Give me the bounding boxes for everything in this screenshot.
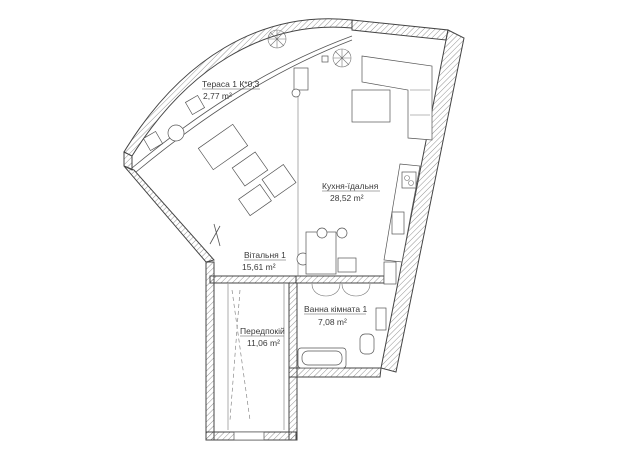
plant-icon — [332, 48, 352, 68]
room-name: Тераса 1 К*0,3 — [202, 79, 260, 89]
room-area: 7,08 m² — [318, 317, 347, 327]
living-furniture — [197, 67, 310, 266]
room-area: 11,06 m² — [247, 338, 280, 348]
bathroom-label: Ванна кімната 1 7,08 m² — [304, 304, 367, 327]
hallway-label: Передпокій 11,06 m² — [240, 326, 285, 348]
room-area: 2,77 m² — [203, 91, 232, 101]
outer-walls — [123, 18, 465, 441]
kitchen-label: Кухня-їдальня 28,52 m² — [322, 181, 380, 203]
terrace-label: Тераса 1 К*0,3 2,77 m² — [202, 79, 260, 101]
terrace-furniture — [142, 29, 287, 152]
room-name: Кухня-їдальня — [322, 181, 379, 191]
plant-icon — [267, 29, 287, 49]
hallway-wardrobe — [229, 289, 265, 441]
kitchen-furniture — [305, 48, 433, 275]
room-area: 28,52 m² — [330, 193, 364, 203]
bathroom-fixtures — [297, 261, 397, 369]
terrace-railing — [131, 35, 353, 173]
room-area: 15,61 m² — [242, 262, 276, 272]
room-name: Вітальня 1 — [244, 250, 286, 260]
room-name: Ванна кімната 1 — [304, 304, 367, 314]
room-name: Передпокій — [240, 326, 285, 336]
living-label: Вітальня 1 15,61 m² — [242, 250, 286, 272]
